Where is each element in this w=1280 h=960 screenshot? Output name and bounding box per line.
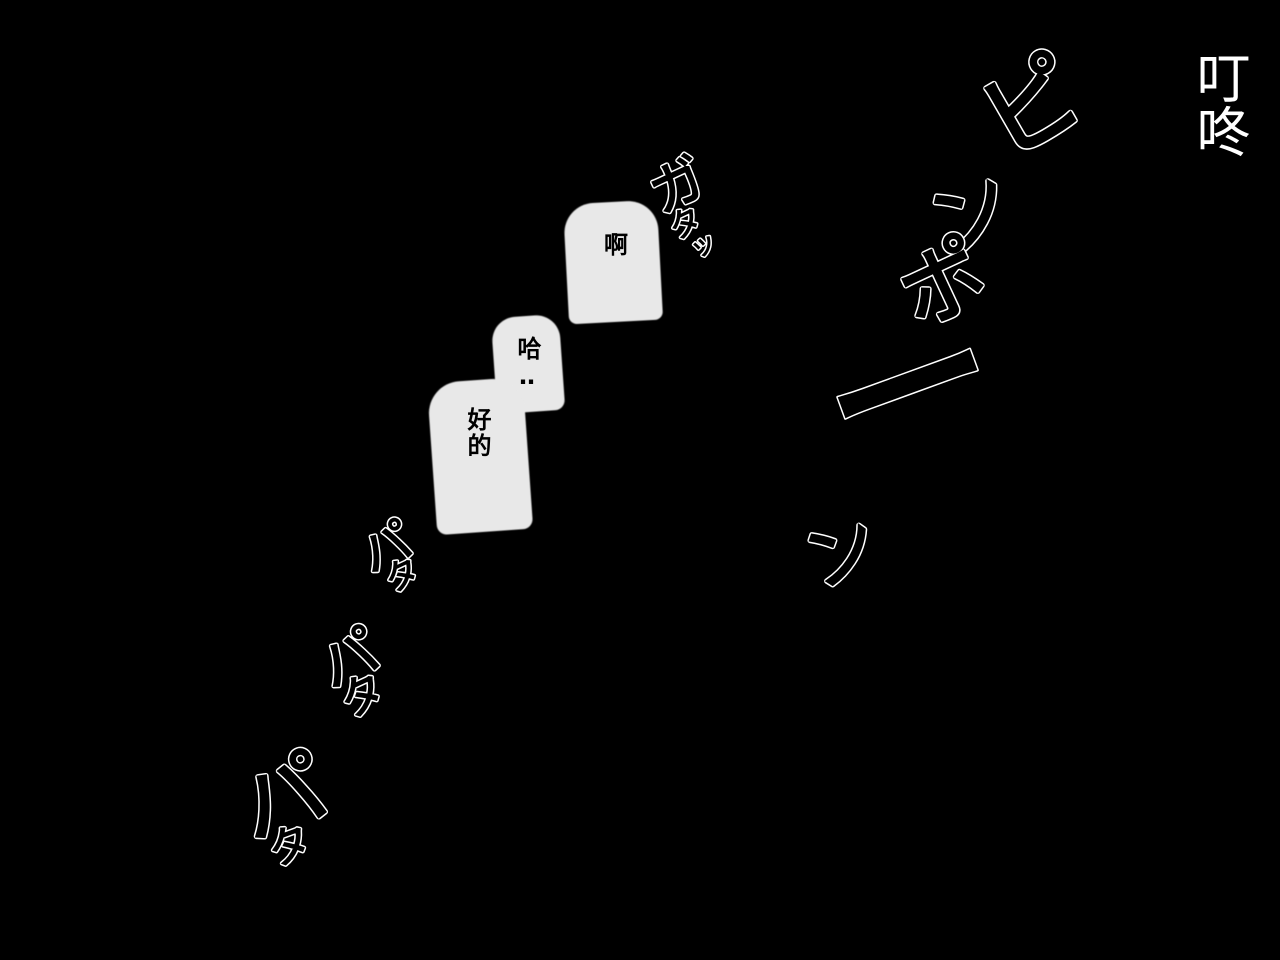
speech-bubble-ha-text: 哈‥: [513, 336, 541, 392]
sfx-doorbell-char-5: ン: [791, 498, 892, 605]
sfx-footsteps-1: パ タ: [350, 509, 428, 602]
sfx-doorbell: ピ ン ポ ー ン: [789, 33, 1102, 606]
speech-bubble-okay-text: 好的: [463, 407, 491, 459]
translation-caption: 叮咚: [1187, 50, 1250, 158]
speech-bubble-ah-text: 啊: [604, 231, 628, 259]
speech-bubble-ah: [562, 199, 664, 325]
sfx-footsteps-3: パ タ: [224, 735, 342, 877]
sfx-footsteps-2: パ タ: [307, 614, 395, 730]
